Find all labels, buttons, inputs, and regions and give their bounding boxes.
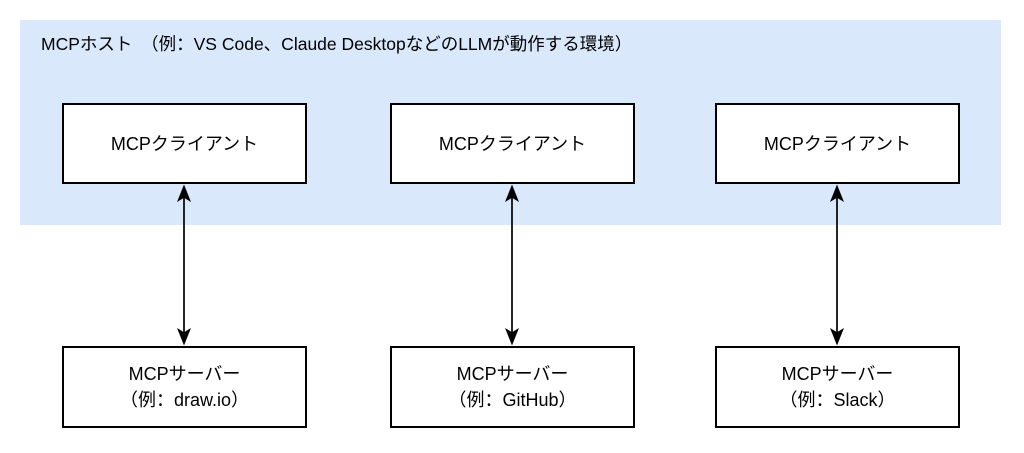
mcp-client-box: MCPクライアント: [715, 103, 960, 184]
mcp-server-example: （例：GitHub）: [448, 390, 577, 410]
mcp-client-box: MCPクライアント: [390, 103, 635, 184]
mcp-server-box: MCPサーバー （例：draw.io）: [62, 346, 307, 428]
bidirectional-arrow-icon: [501, 184, 523, 346]
mcp-server-name: MCPサーバー: [128, 364, 241, 384]
mcp-server-name: MCPサーバー: [781, 364, 894, 384]
mcp-host-label: MCPホスト （例：VS Code、Claude DesktopなどのLLMが動…: [41, 34, 633, 54]
mcp-client-label: MCPクライアント: [438, 133, 587, 154]
mcp-server-example: （例：draw.io）: [119, 390, 250, 410]
bidirectional-arrow-icon: [173, 184, 195, 346]
mcp-client-box: MCPクライアント: [62, 103, 307, 184]
mcp-client-label: MCPクライアント: [763, 133, 912, 154]
mcp-server-box: MCPサーバー （例：GitHub）: [390, 346, 635, 428]
mcp-server-example: （例：Slack）: [779, 390, 896, 410]
mcp-server-name: MCPサーバー: [456, 364, 569, 384]
mcp-client-label: MCPクライアント: [110, 133, 259, 154]
mcp-server-box: MCPサーバー （例：Slack）: [715, 346, 960, 428]
bidirectional-arrow-icon: [826, 184, 848, 346]
